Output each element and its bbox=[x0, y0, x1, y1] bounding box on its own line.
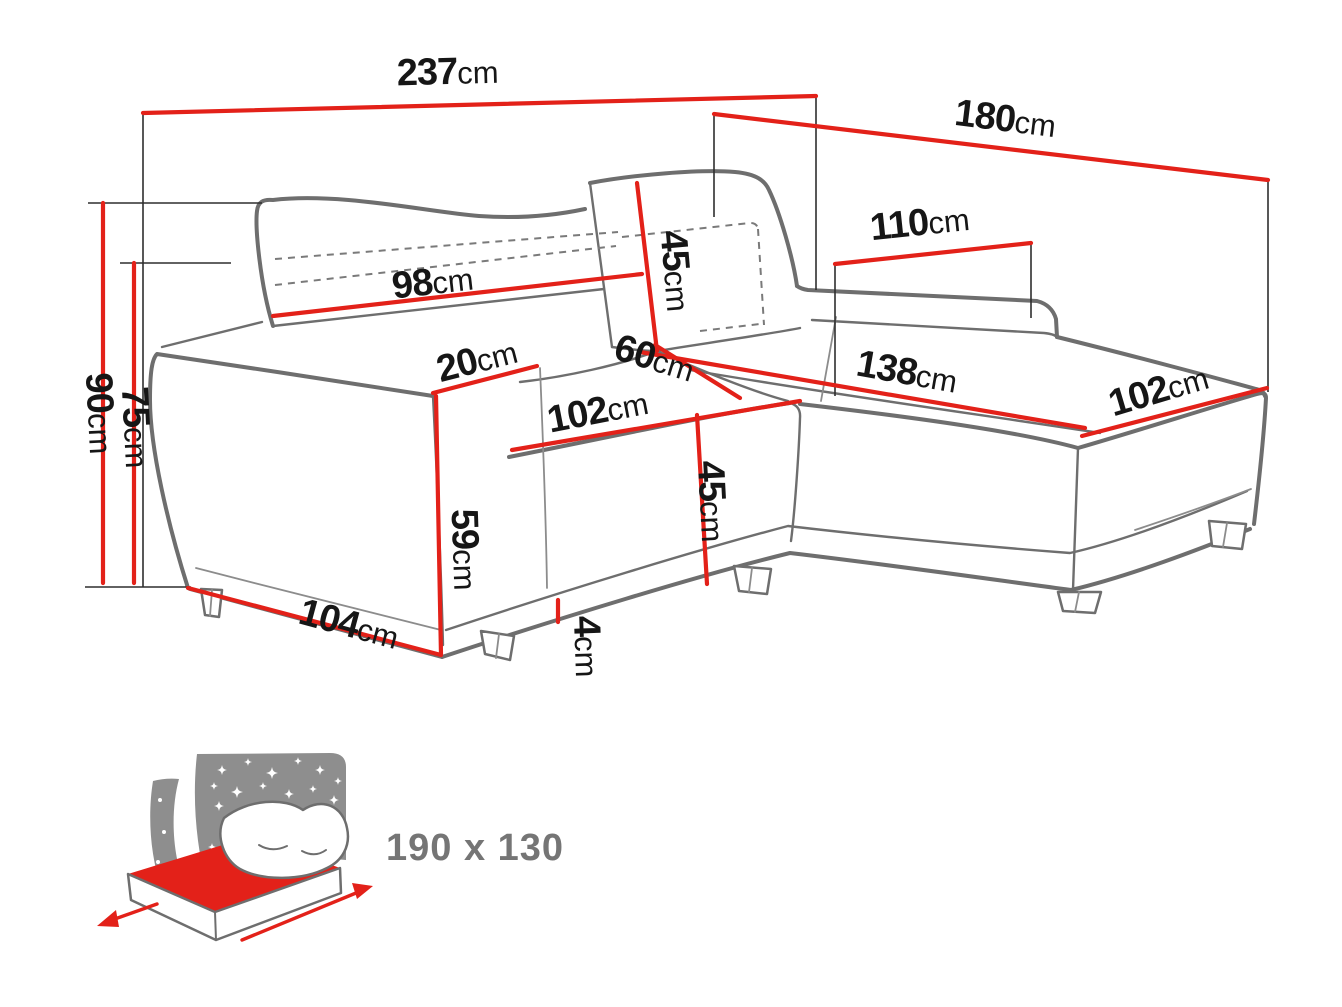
sofa-leg bbox=[732, 564, 773, 596]
dashed-line bbox=[274, 245, 617, 286]
sofa-leg-seam bbox=[1222, 522, 1228, 548]
mattress-corner-seam bbox=[214, 911, 217, 941]
sofa-backrest-left bbox=[254, 196, 587, 328]
dim-line-chaise-width bbox=[1079, 385, 1270, 439]
sofa-chaise-corner-vertical bbox=[1071, 446, 1080, 592]
sofa-left-silhouette bbox=[148, 352, 435, 590]
dimension-labels: 237cm 180cm 110cm 98cm 45cm 20cm 60cm 10… bbox=[77, 50, 1213, 678]
sofa-chaise-cushion-edge bbox=[688, 368, 1102, 435]
blanket-fold bbox=[301, 849, 327, 856]
dim-label-overall-depth: 180cm bbox=[952, 92, 1058, 146]
dashed-line bbox=[699, 323, 761, 332]
dashed-line bbox=[274, 231, 619, 260]
dim-label-chaise-length: 110cm bbox=[868, 197, 971, 249]
blanket-fold bbox=[258, 844, 288, 851]
dim-label-backrest-width: 98cm bbox=[390, 257, 476, 308]
sofa-chaise-back-rail bbox=[795, 284, 1059, 339]
dim-line-chaise-length bbox=[832, 240, 1034, 267]
sofa-backrest-seam bbox=[588, 181, 614, 349]
sofa-leg-seam bbox=[1074, 591, 1080, 613]
sofa-leg bbox=[1056, 590, 1103, 615]
dim-line-armrest-width bbox=[430, 363, 540, 396]
sofa-chaise-back-top-edge bbox=[1055, 335, 1267, 398]
dim-line-side-depth bbox=[185, 585, 444, 658]
sofa-left-side-seam bbox=[195, 567, 442, 631]
sofa-leg bbox=[1207, 519, 1248, 551]
sofa-backrest-bottom bbox=[271, 287, 606, 328]
dim-label-back-height: 75cm bbox=[113, 386, 159, 470]
star-icon bbox=[158, 798, 162, 802]
dim-line-overall-depth bbox=[711, 111, 1271, 183]
dim-label-corner-seat-width: 60cm bbox=[609, 327, 699, 391]
sofa-corner-front-edge bbox=[788, 401, 802, 543]
sofa-seat-chaise-seam bbox=[820, 316, 837, 402]
arrow-left-icon bbox=[97, 910, 119, 927]
sofa-leg-seam bbox=[748, 567, 753, 593]
dim-line-corner-seat-width bbox=[652, 342, 743, 401]
star-icon bbox=[162, 830, 166, 834]
star-icon bbox=[156, 860, 160, 864]
sofa-chaise-side-seam bbox=[1134, 488, 1252, 531]
dim-label-overall-width: 237cm bbox=[396, 50, 499, 95]
sofa-chaise-front-left-edge bbox=[798, 402, 1080, 450]
sofa-leg-seam bbox=[495, 633, 500, 659]
sofa-base-bottom bbox=[440, 527, 1252, 659]
sleeping-area-label: 190 x 130 bbox=[386, 827, 564, 869]
dim-label-base-height: 4cm bbox=[565, 615, 609, 678]
dim-label-seat-width: 102cm bbox=[544, 381, 652, 442]
dim-label-seat-height: 45cm bbox=[689, 460, 735, 544]
dim-label-armrest-height: 59cm bbox=[443, 508, 488, 591]
dim-line-backrest-width bbox=[270, 271, 645, 319]
sofa-bed-icon: 190 x 130 bbox=[97, 753, 564, 942]
sofa-seat-back-edge bbox=[518, 349, 659, 384]
dim-line-overall-width bbox=[140, 93, 819, 116]
dim-line-chaise-seat-length bbox=[637, 349, 1088, 431]
sofa-arm-front-inner bbox=[539, 367, 548, 589]
sofa-chaise-rail-base bbox=[810, 318, 1059, 339]
dim-label-armrest-width: 20cm bbox=[432, 330, 522, 391]
sofa-deck-line bbox=[160, 320, 264, 349]
dimension-guides bbox=[85, 96, 1269, 588]
sofa-backrest-right bbox=[588, 169, 799, 288]
dim-line-seat-width bbox=[509, 398, 803, 453]
dimension-lines bbox=[100, 93, 1271, 658]
dim-label-total-height: 90cm bbox=[77, 372, 123, 456]
unfold-arrow-shaft bbox=[110, 902, 159, 922]
dashed-line bbox=[757, 228, 765, 326]
dim-label-side-depth: 104cm bbox=[295, 591, 404, 658]
dim-label-backrest-height: 45cm bbox=[651, 228, 700, 313]
sofa-corner-back-edge bbox=[610, 326, 802, 353]
unfold-arrow-shaft bbox=[240, 891, 358, 942]
dashed-line bbox=[621, 221, 759, 238]
sofa-base-seam bbox=[444, 489, 1249, 632]
dim-line-armrest-height bbox=[433, 393, 444, 658]
hidden-bedbox-dashes bbox=[274, 221, 765, 332]
blanket bbox=[219, 800, 350, 880]
dim-line-backrest-height bbox=[634, 180, 660, 354]
arrow-right-icon bbox=[352, 883, 373, 899]
dim-label-chaise-seat-length: 138cm bbox=[853, 343, 960, 402]
sofa-legs bbox=[199, 519, 1248, 662]
dim-line-seat-height bbox=[694, 412, 710, 587]
